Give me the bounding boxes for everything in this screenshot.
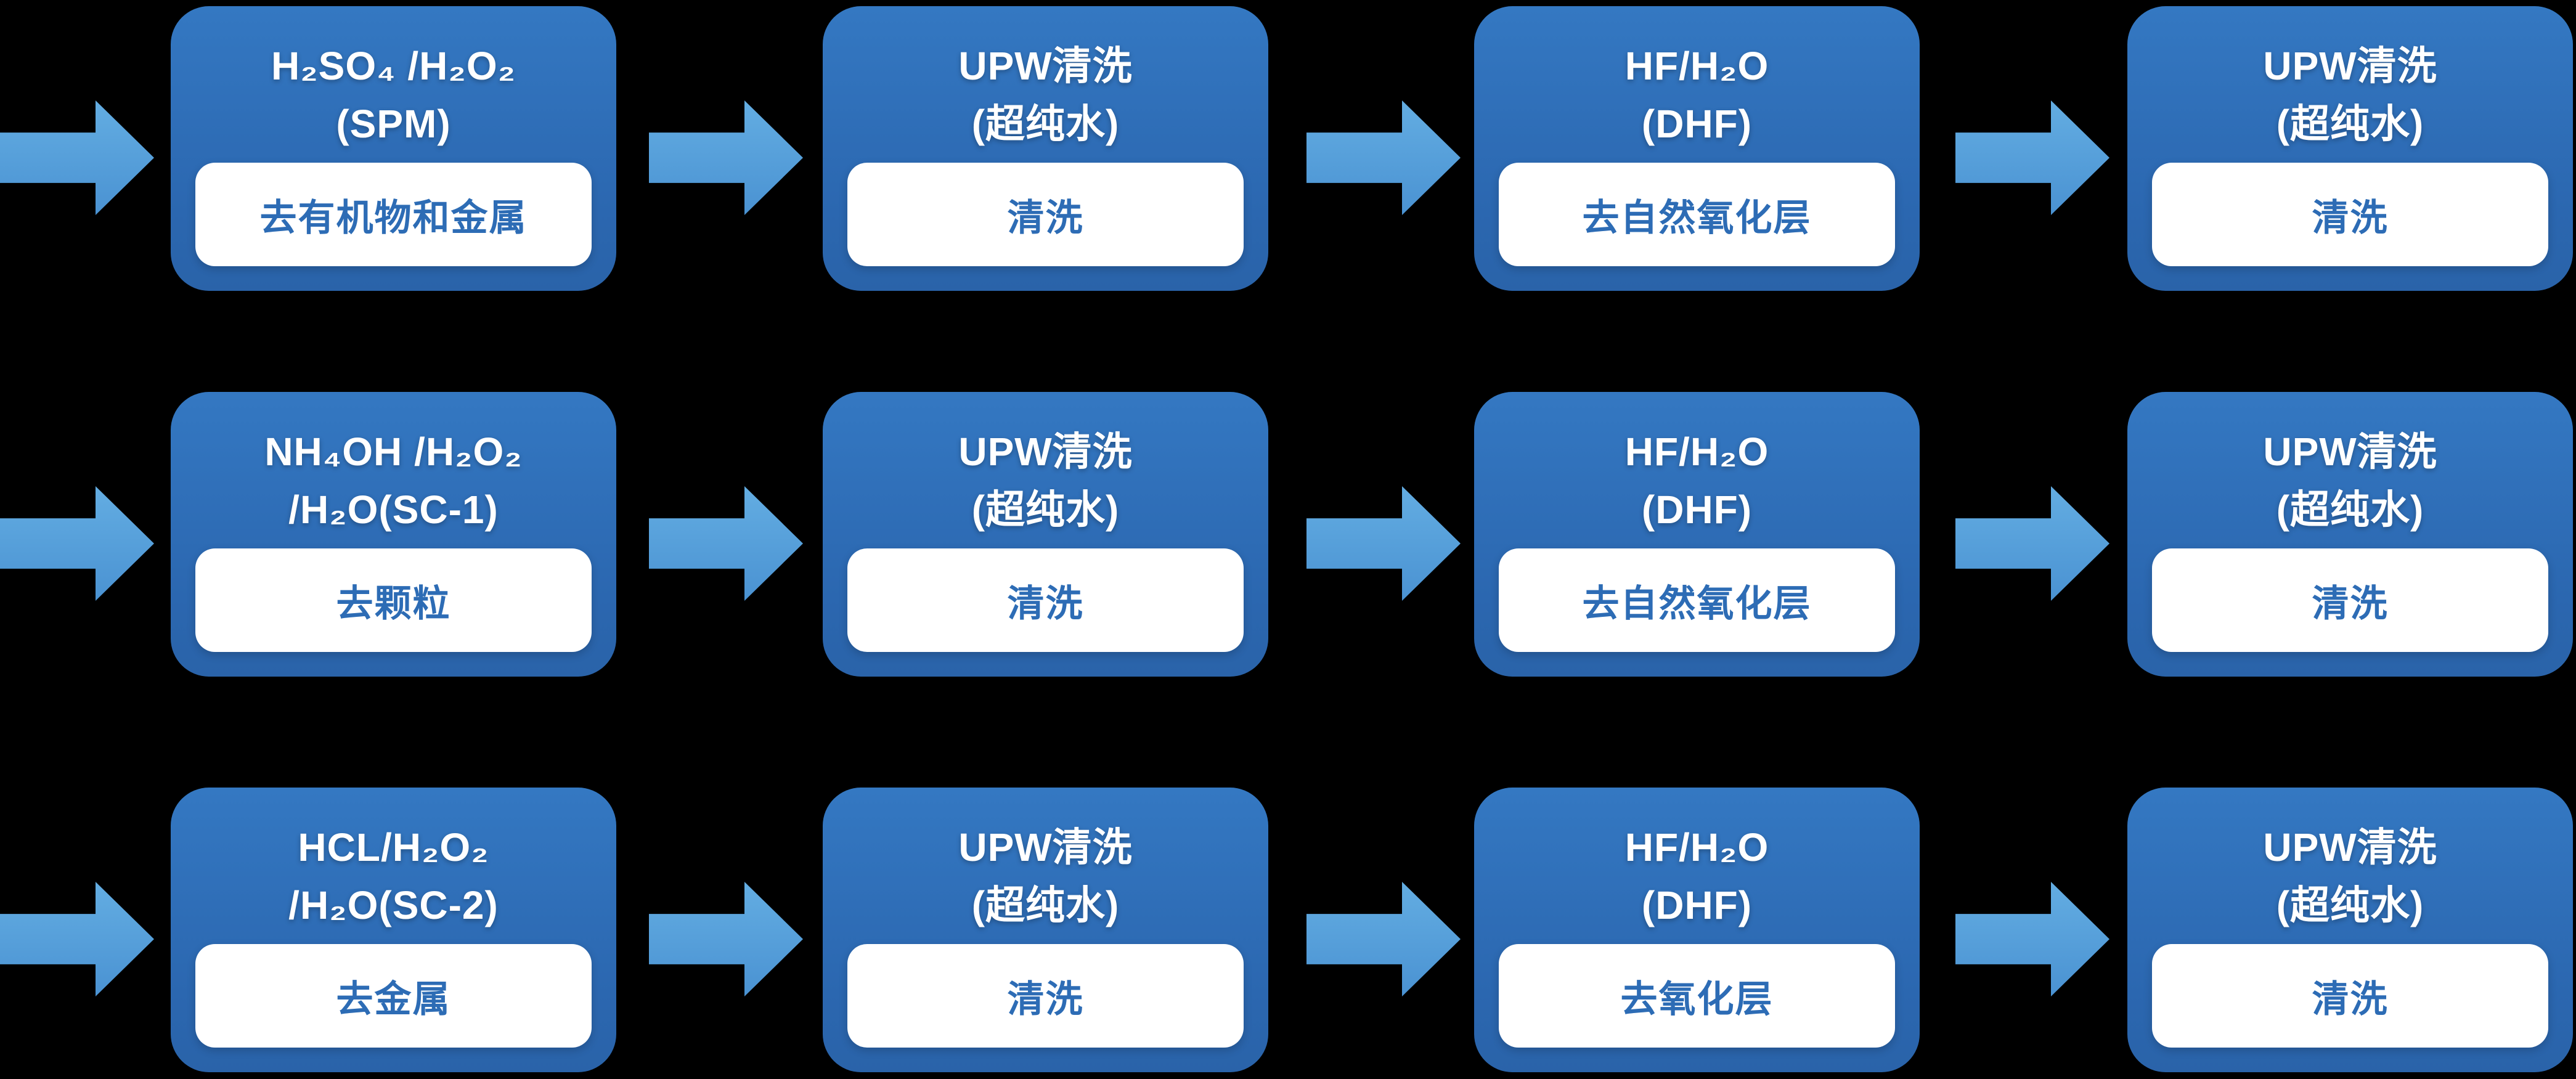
title-line-1: HF/H₂O	[1624, 44, 1769, 88]
process-box-dhf: HF/H₂O (DHF) 去氧化层	[1474, 788, 1920, 1072]
process-box-upw-rinse: UPW清洗 (超纯水) 清洗	[2127, 392, 2573, 677]
process-step-label: 清洗	[2152, 163, 2548, 266]
process-box-dhf: HF/H₂O (DHF) 去自然氧化层	[1474, 392, 1920, 677]
process-step-label: 清洗	[847, 548, 1244, 652]
title-line-1: NH₄OH /H₂O₂	[264, 430, 523, 474]
process-box-upw-rinse: UPW清洗 (超纯水) 清洗	[823, 6, 1268, 291]
flow-arrow-icon	[1306, 486, 1461, 601]
title-line-2: (超纯水)	[2276, 102, 2424, 146]
title-line-1: HF/H₂O	[1624, 825, 1769, 869]
process-box-upw-rinse: UPW清洗 (超纯水) 清洗	[2127, 788, 2573, 1072]
process-title: UPW清洗 (超纯水)	[823, 392, 1268, 548]
title-line-2: /H₂O(SC-2)	[288, 883, 499, 927]
process-box-sc2: HCL/H₂O₂ /H₂O(SC-2) 去金属	[171, 788, 616, 1072]
title-line-2: (DHF)	[1641, 487, 1753, 532]
process-step-label: 去自然氧化层	[1499, 163, 1895, 266]
process-box-dhf: HF/H₂O (DHF) 去自然氧化层	[1474, 6, 1920, 291]
flow-arrow-icon	[1955, 882, 2109, 996]
process-step-label: 去颗粒	[195, 548, 592, 652]
process-title: H₂SO₄ /H₂O₂ (SPM)	[171, 6, 616, 163]
flow-arrow-icon	[649, 486, 803, 601]
process-title: HF/H₂O (DHF)	[1474, 392, 1920, 548]
title-line-1: UPW清洗	[2263, 825, 2437, 869]
process-step-label: 清洗	[847, 163, 1244, 266]
title-line-2: (DHF)	[1641, 102, 1753, 146]
process-step-label: 清洗	[847, 944, 1244, 1048]
flow-arrow-icon	[0, 100, 154, 215]
flow-arrow-icon	[1955, 100, 2109, 215]
title-line-2: (超纯水)	[971, 883, 1120, 927]
process-title: UPW清洗 (超纯水)	[823, 6, 1268, 163]
process-box-sc1: NH₄OH /H₂O₂ /H₂O(SC-1) 去颗粒	[171, 392, 616, 677]
process-box-upw-rinse: UPW清洗 (超纯水) 清洗	[823, 788, 1268, 1072]
process-title: HF/H₂O (DHF)	[1474, 788, 1920, 944]
process-title: HF/H₂O (DHF)	[1474, 6, 1920, 163]
title-line-1: H₂SO₄ /H₂O₂	[271, 44, 516, 88]
flow-arrow-icon	[649, 100, 803, 215]
title-line-1: HF/H₂O	[1624, 430, 1769, 474]
title-line-2: (超纯水)	[2276, 883, 2424, 927]
flow-arrow-icon	[0, 486, 154, 601]
title-line-2: (超纯水)	[971, 102, 1120, 146]
title-line-1: UPW清洗	[2263, 44, 2437, 88]
flow-arrow-icon	[649, 882, 803, 996]
process-title: UPW清洗 (超纯水)	[2127, 392, 2573, 548]
process-step-label: 去金属	[195, 944, 592, 1048]
title-line-1: UPW清洗	[2263, 430, 2437, 474]
title-line-1: HCL/H₂O₂	[298, 825, 489, 869]
title-line-2: /H₂O(SC-1)	[288, 487, 499, 532]
process-box-upw-rinse: UPW清洗 (超纯水) 清洗	[2127, 6, 2573, 291]
process-title: UPW清洗 (超纯水)	[2127, 788, 2573, 944]
title-line-1: UPW清洗	[958, 430, 1133, 474]
process-box-upw-rinse: UPW清洗 (超纯水) 清洗	[823, 392, 1268, 677]
flow-arrow-icon	[1306, 100, 1461, 215]
title-line-2: (DHF)	[1641, 883, 1753, 927]
title-line-2: (超纯水)	[2276, 487, 2424, 532]
process-step-label: 清洗	[2152, 944, 2548, 1048]
process-title: NH₄OH /H₂O₂ /H₂O(SC-1)	[171, 392, 616, 548]
title-line-1: UPW清洗	[958, 825, 1133, 869]
title-line-2: (超纯水)	[971, 487, 1120, 532]
process-title: UPW清洗 (超纯水)	[2127, 6, 2573, 163]
process-box-spm: H₂SO₄ /H₂O₂ (SPM) 去有机物和金属	[171, 6, 616, 291]
process-step-label: 去氧化层	[1499, 944, 1895, 1048]
process-title: UPW清洗 (超纯水)	[823, 788, 1268, 944]
process-step-label: 清洗	[2152, 548, 2548, 652]
flow-arrow-icon	[1955, 486, 2109, 601]
flow-arrow-icon	[0, 882, 154, 996]
process-step-label: 去有机物和金属	[195, 163, 592, 266]
flow-arrow-icon	[1306, 882, 1461, 996]
process-step-label: 去自然氧化层	[1499, 548, 1895, 652]
title-line-1: UPW清洗	[958, 44, 1133, 88]
process-title: HCL/H₂O₂ /H₂O(SC-2)	[171, 788, 616, 944]
title-line-2: (SPM)	[336, 102, 451, 146]
